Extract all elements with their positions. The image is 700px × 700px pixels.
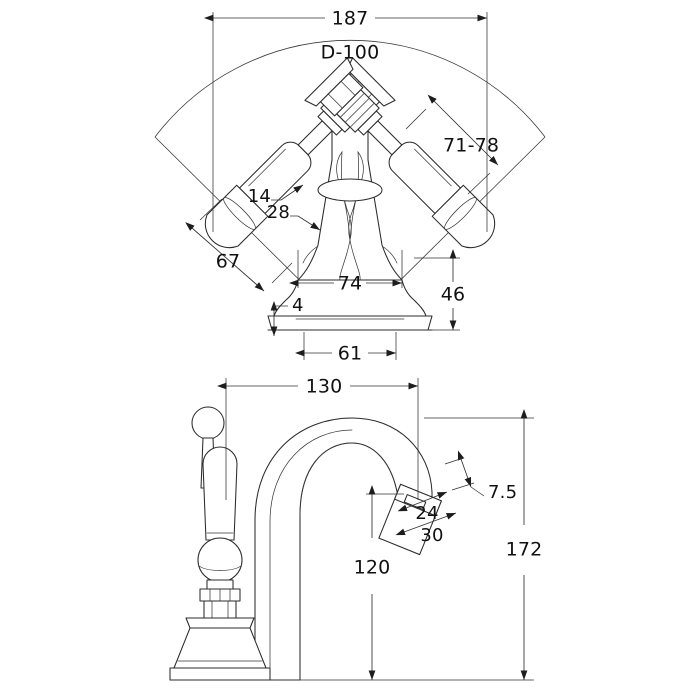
- side-view-group: 130 7.5 24 30 120: [169, 376, 543, 681]
- dim-7-5-leader: [470, 486, 485, 497]
- lever-hexnut-lines: [211, 600, 229, 619]
- dim-14-label: 14: [248, 186, 271, 207]
- dim-d100-label: D-100: [321, 42, 380, 64]
- lever-hexnut: [203, 600, 237, 619]
- right-handle-flange: [304, 57, 354, 107]
- dim-61-group: 61: [295, 332, 397, 365]
- dim-172-label: 172: [506, 539, 543, 561]
- dim-28-leader: [297, 215, 321, 231]
- dim-71-78-line: [427, 94, 499, 166]
- front-view-group: 187 D-100 71-78 14 28: [154, 8, 546, 365]
- dim-187-label: 187: [332, 8, 369, 30]
- right-handle-assembly: [304, 57, 496, 249]
- left-handle-flange: [346, 57, 396, 107]
- spout-body-edge: [269, 429, 353, 681]
- dim-4-group: 4: [268, 295, 304, 336]
- spout-profile-group: [254, 417, 433, 681]
- side-base-flange: [185, 617, 255, 629]
- lever-collar-a: [206, 579, 234, 590]
- swivel-arc-path: [154, 40, 546, 138]
- lever-ball-joint: [197, 537, 243, 583]
- dim-46-group: 46: [414, 249, 466, 331]
- dim-130-label: 130: [306, 376, 343, 398]
- spout-inner-curve: [299, 442, 399, 516]
- lever-knob: [191, 406, 225, 440]
- dim-71-78-ext-b: [467, 172, 491, 195]
- front-base-plate: [267, 315, 433, 331]
- dim-172-group: 172: [274, 409, 543, 681]
- side-base-foot: [169, 667, 271, 681]
- dim-4-label: 4: [292, 295, 304, 316]
- front-base-group: [267, 279, 433, 331]
- dim-67-ext-a: [199, 198, 223, 221]
- dim-7-5-ext-b: [451, 482, 475, 491]
- dim-120-label: 120: [354, 557, 391, 579]
- dim-d100-group: D-100: [321, 42, 380, 64]
- dim-120-group: 120: [354, 485, 404, 680]
- side-base-group: [169, 617, 301, 681]
- dim-7-5-group: 7.5: [444, 450, 517, 503]
- dim-24-line: [397, 491, 448, 512]
- dim-71-78-group: 71-78: [405, 94, 499, 195]
- dim-7-5-label: 7.5: [488, 482, 517, 503]
- side-base-cone: [173, 627, 267, 669]
- dim-71-78-label: 71-78: [443, 135, 499, 157]
- right-body-fillet: [381, 245, 398, 264]
- dim-71-78-ext-a: [405, 108, 427, 130]
- dim-67-line: [185, 222, 265, 292]
- dim-67-label: 67: [216, 251, 241, 273]
- left-body-fillet: [302, 245, 319, 264]
- dim-187-group: 187: [204, 8, 488, 232]
- dim-130-group: 130: [217, 376, 419, 500]
- right-handle-lever-highlight: [414, 148, 452, 187]
- right-handle-knuckle-band: [444, 197, 477, 230]
- dim-28-group: 28: [267, 202, 321, 231]
- spout-aerator-ellipse: [317, 178, 383, 202]
- dim-67-ext-b: [271, 262, 293, 284]
- right-handle-hexnut-line: [327, 80, 356, 109]
- dim-30-group: 30: [395, 512, 457, 546]
- dim-14-leader: [280, 184, 304, 201]
- dim-7-5-line: [457, 450, 472, 488]
- left-handle-lever-highlight: [248, 148, 286, 187]
- lever-ball-band: [198, 565, 242, 571]
- dim-28-label: 28: [267, 202, 290, 223]
- dim-30-line: [395, 512, 457, 536]
- right-handle-knuckle: [431, 184, 496, 249]
- dim-14-group: 14: [248, 184, 304, 207]
- side-lever-group: [191, 406, 243, 619]
- right-handle-collar-ribs: [339, 92, 375, 128]
- dim-30-label: 30: [420, 525, 443, 546]
- dim-7-5-ext-a: [444, 457, 464, 465]
- dim-46-label: 46: [441, 284, 466, 306]
- dim-67-group: 67: [185, 198, 293, 292]
- dim-74-group: 74: [289, 250, 403, 295]
- dim-74-label: 74: [338, 273, 363, 295]
- lever-collar-ribs: [209, 588, 231, 602]
- lever-grip: [202, 446, 238, 541]
- dim-61-label: 61: [338, 343, 363, 365]
